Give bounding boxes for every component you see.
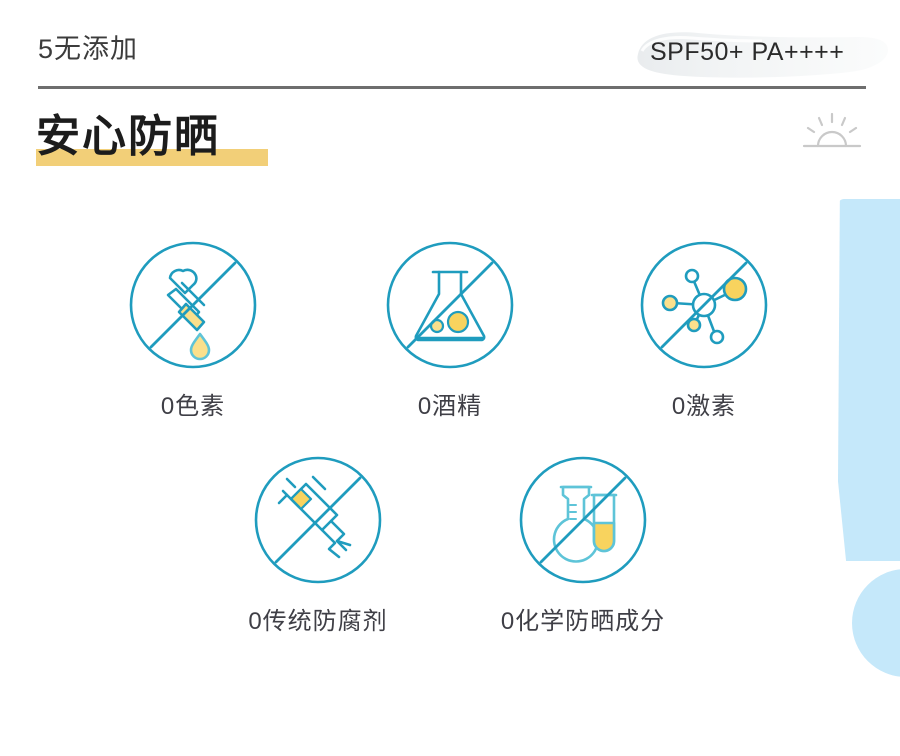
title-highlight: [36, 149, 268, 166]
page-title-wrap: 安心防晒: [36, 108, 268, 166]
feature-label-0: 0色素: [160, 393, 226, 420]
syringe-no-preservative-icon: [251, 453, 385, 587]
feature-label-1: 0酒精: [417, 393, 483, 420]
blue-circle-shape: [852, 569, 900, 677]
header-divider: [38, 86, 866, 89]
dropper-no-pigment-icon: [126, 238, 260, 372]
blue-bar-shape: [838, 199, 900, 561]
feature-item-0: 0色素: [113, 238, 273, 421]
cream-smear-shape: [622, 24, 890, 84]
feature-item-3: 0传统防腐剂: [188, 453, 448, 636]
testtube-no-chemical-filter-icon: [516, 453, 650, 587]
flask-no-alcohol-icon: [383, 238, 517, 372]
feature-label-3: 0传统防腐剂: [248, 608, 388, 635]
feature-item-1: 0酒精: [370, 238, 530, 421]
feature-item-2: 0激素: [624, 238, 784, 421]
feature-label-2: 0激素: [671, 393, 737, 420]
feature-item-4: 0化学防晒成分: [453, 453, 713, 636]
molecule-no-hormone-icon: [637, 238, 771, 372]
feature-label-4: 0化学防晒成分: [500, 608, 666, 635]
sunrise-icon: [800, 110, 864, 154]
page-title: 安心防晒: [36, 112, 220, 161]
spf-badge: SPF50+ PA++++: [650, 38, 845, 66]
page-kicker: 5无添加: [38, 34, 139, 64]
